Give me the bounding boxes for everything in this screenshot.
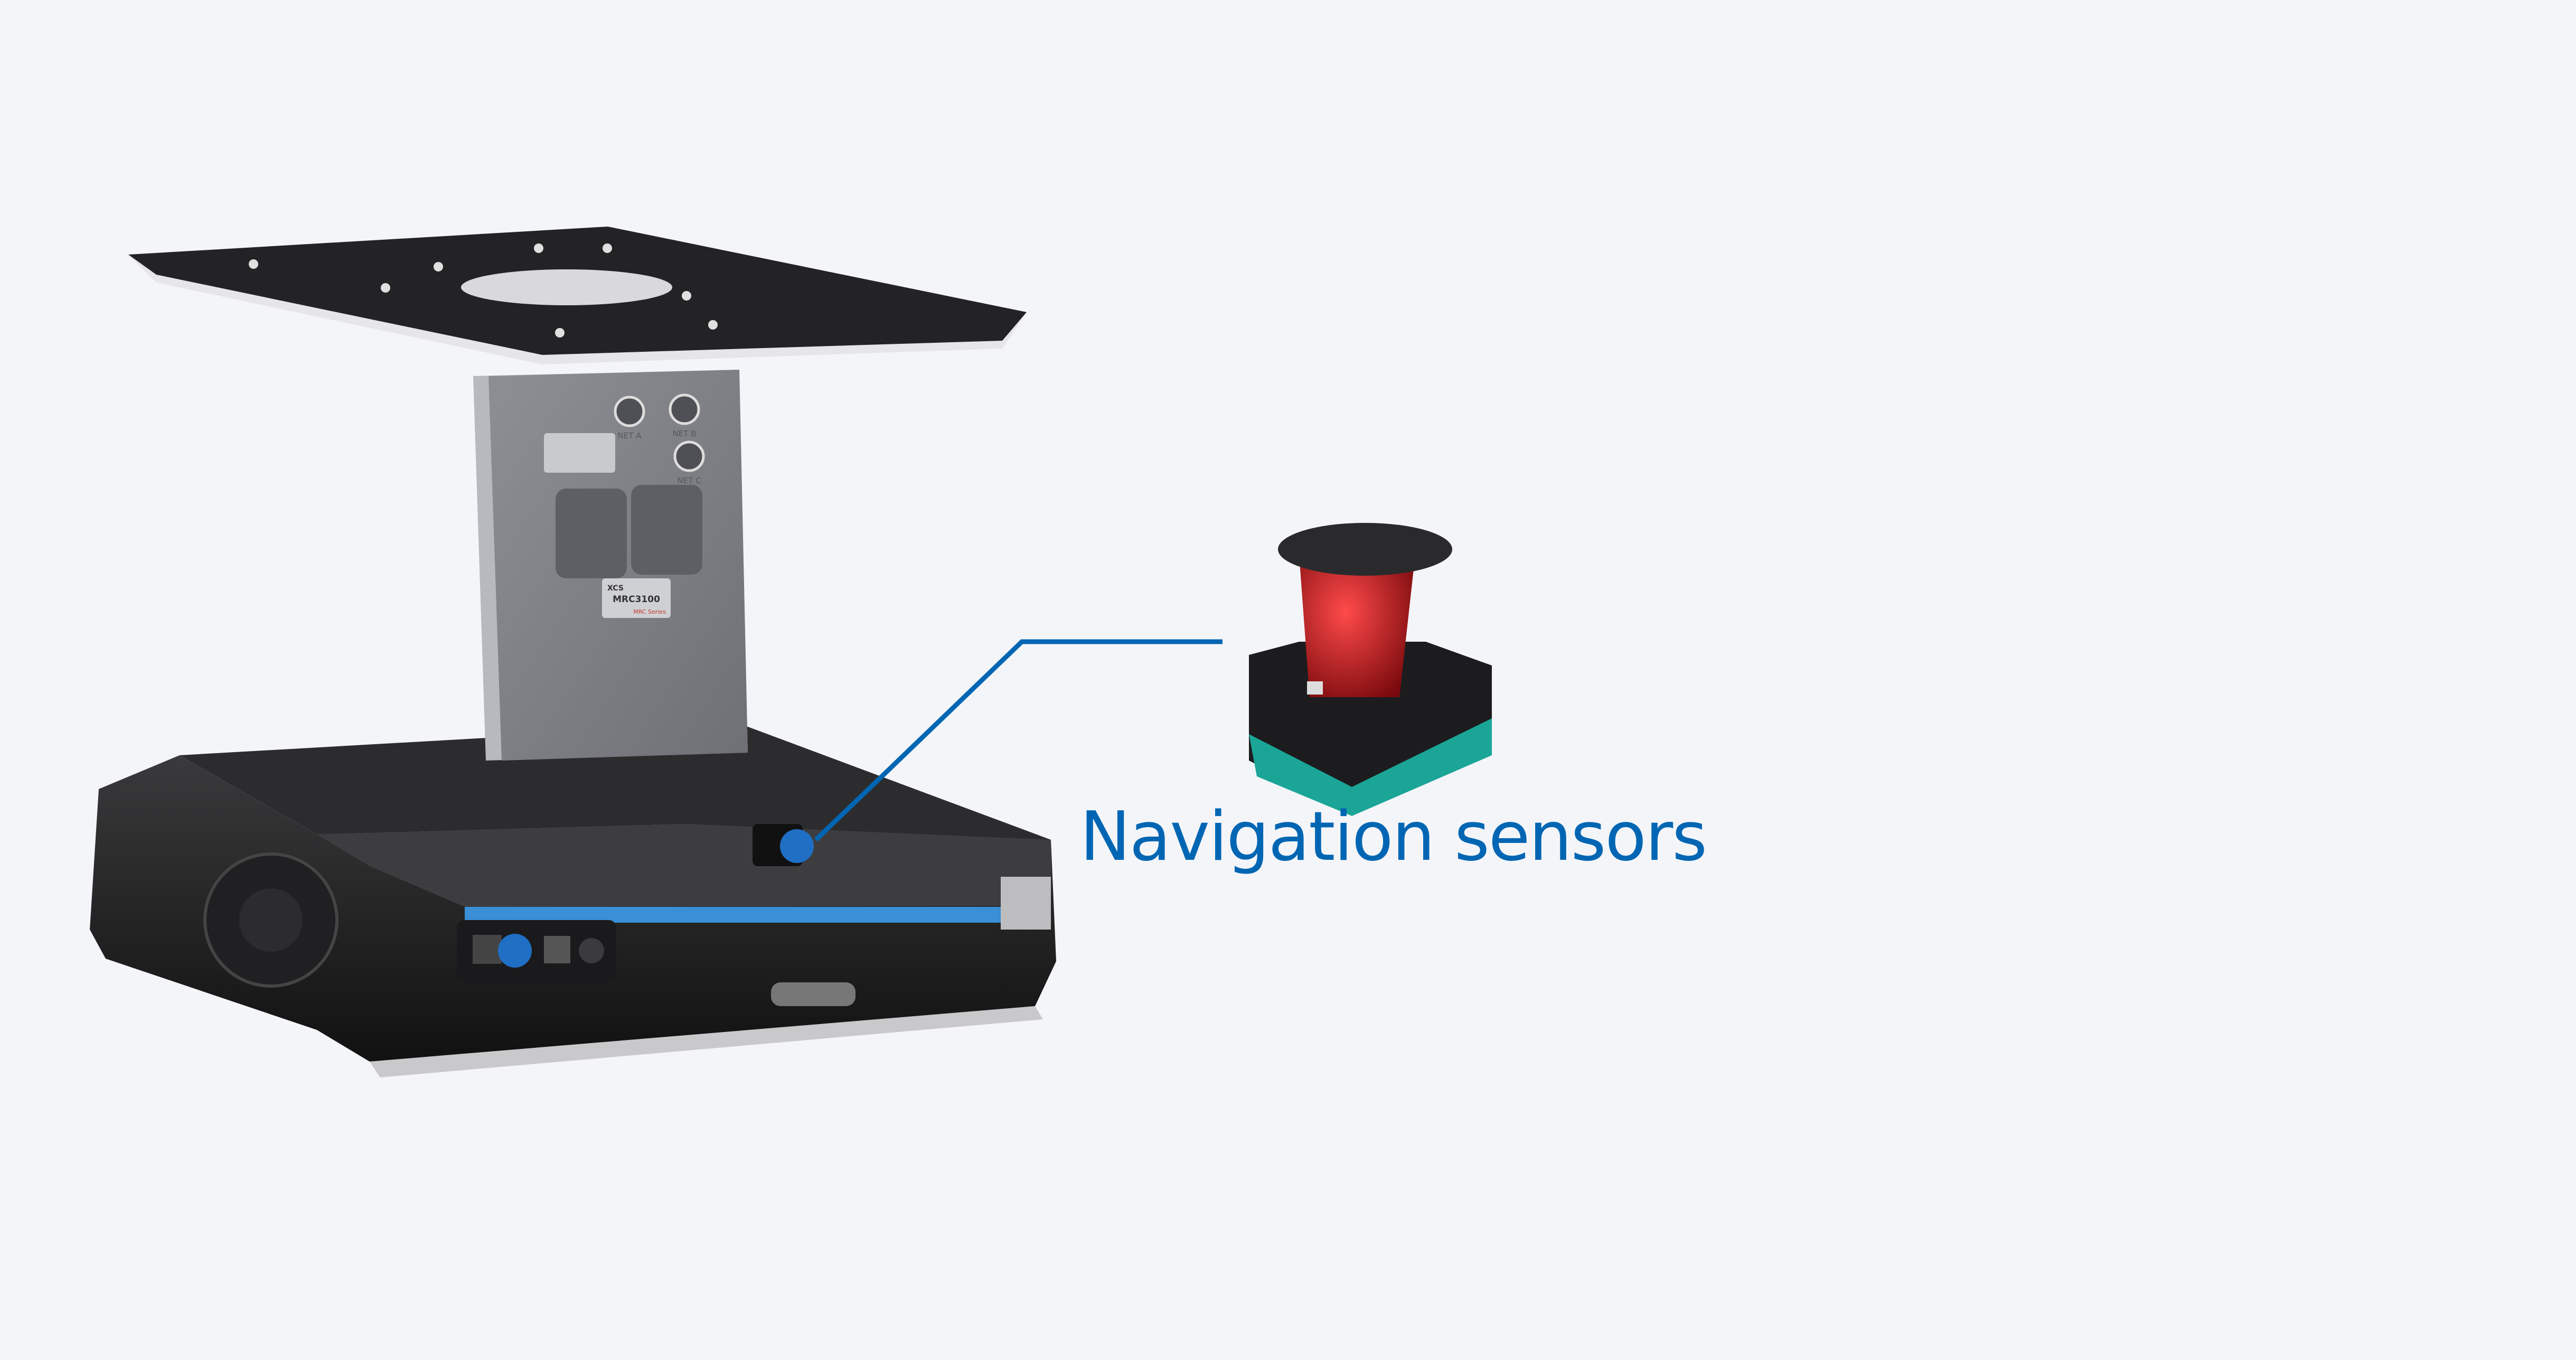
port-label-net-a: NET A	[618, 431, 642, 440]
navigation-sensor-dot	[780, 829, 814, 863]
lidar-sensor-image	[1249, 523, 1492, 816]
controller-series: MRC Series	[633, 608, 666, 615]
callout-leader-line	[814, 639, 1223, 842]
controller-unit: NET A NET B NET C XCS MRC3100 MRC Series	[473, 370, 748, 761]
port-label-net-c: NET C	[677, 476, 701, 485]
robot-base	[90, 724, 1056, 1077]
navigation-sensors-label: Navigation sensors	[1080, 798, 1707, 876]
port-label-net-b: NET B	[673, 429, 697, 438]
top-plate	[128, 227, 1027, 364]
controller-model: MRC3100	[613, 594, 660, 605]
controller-brand-logo: XCS	[607, 584, 624, 593]
